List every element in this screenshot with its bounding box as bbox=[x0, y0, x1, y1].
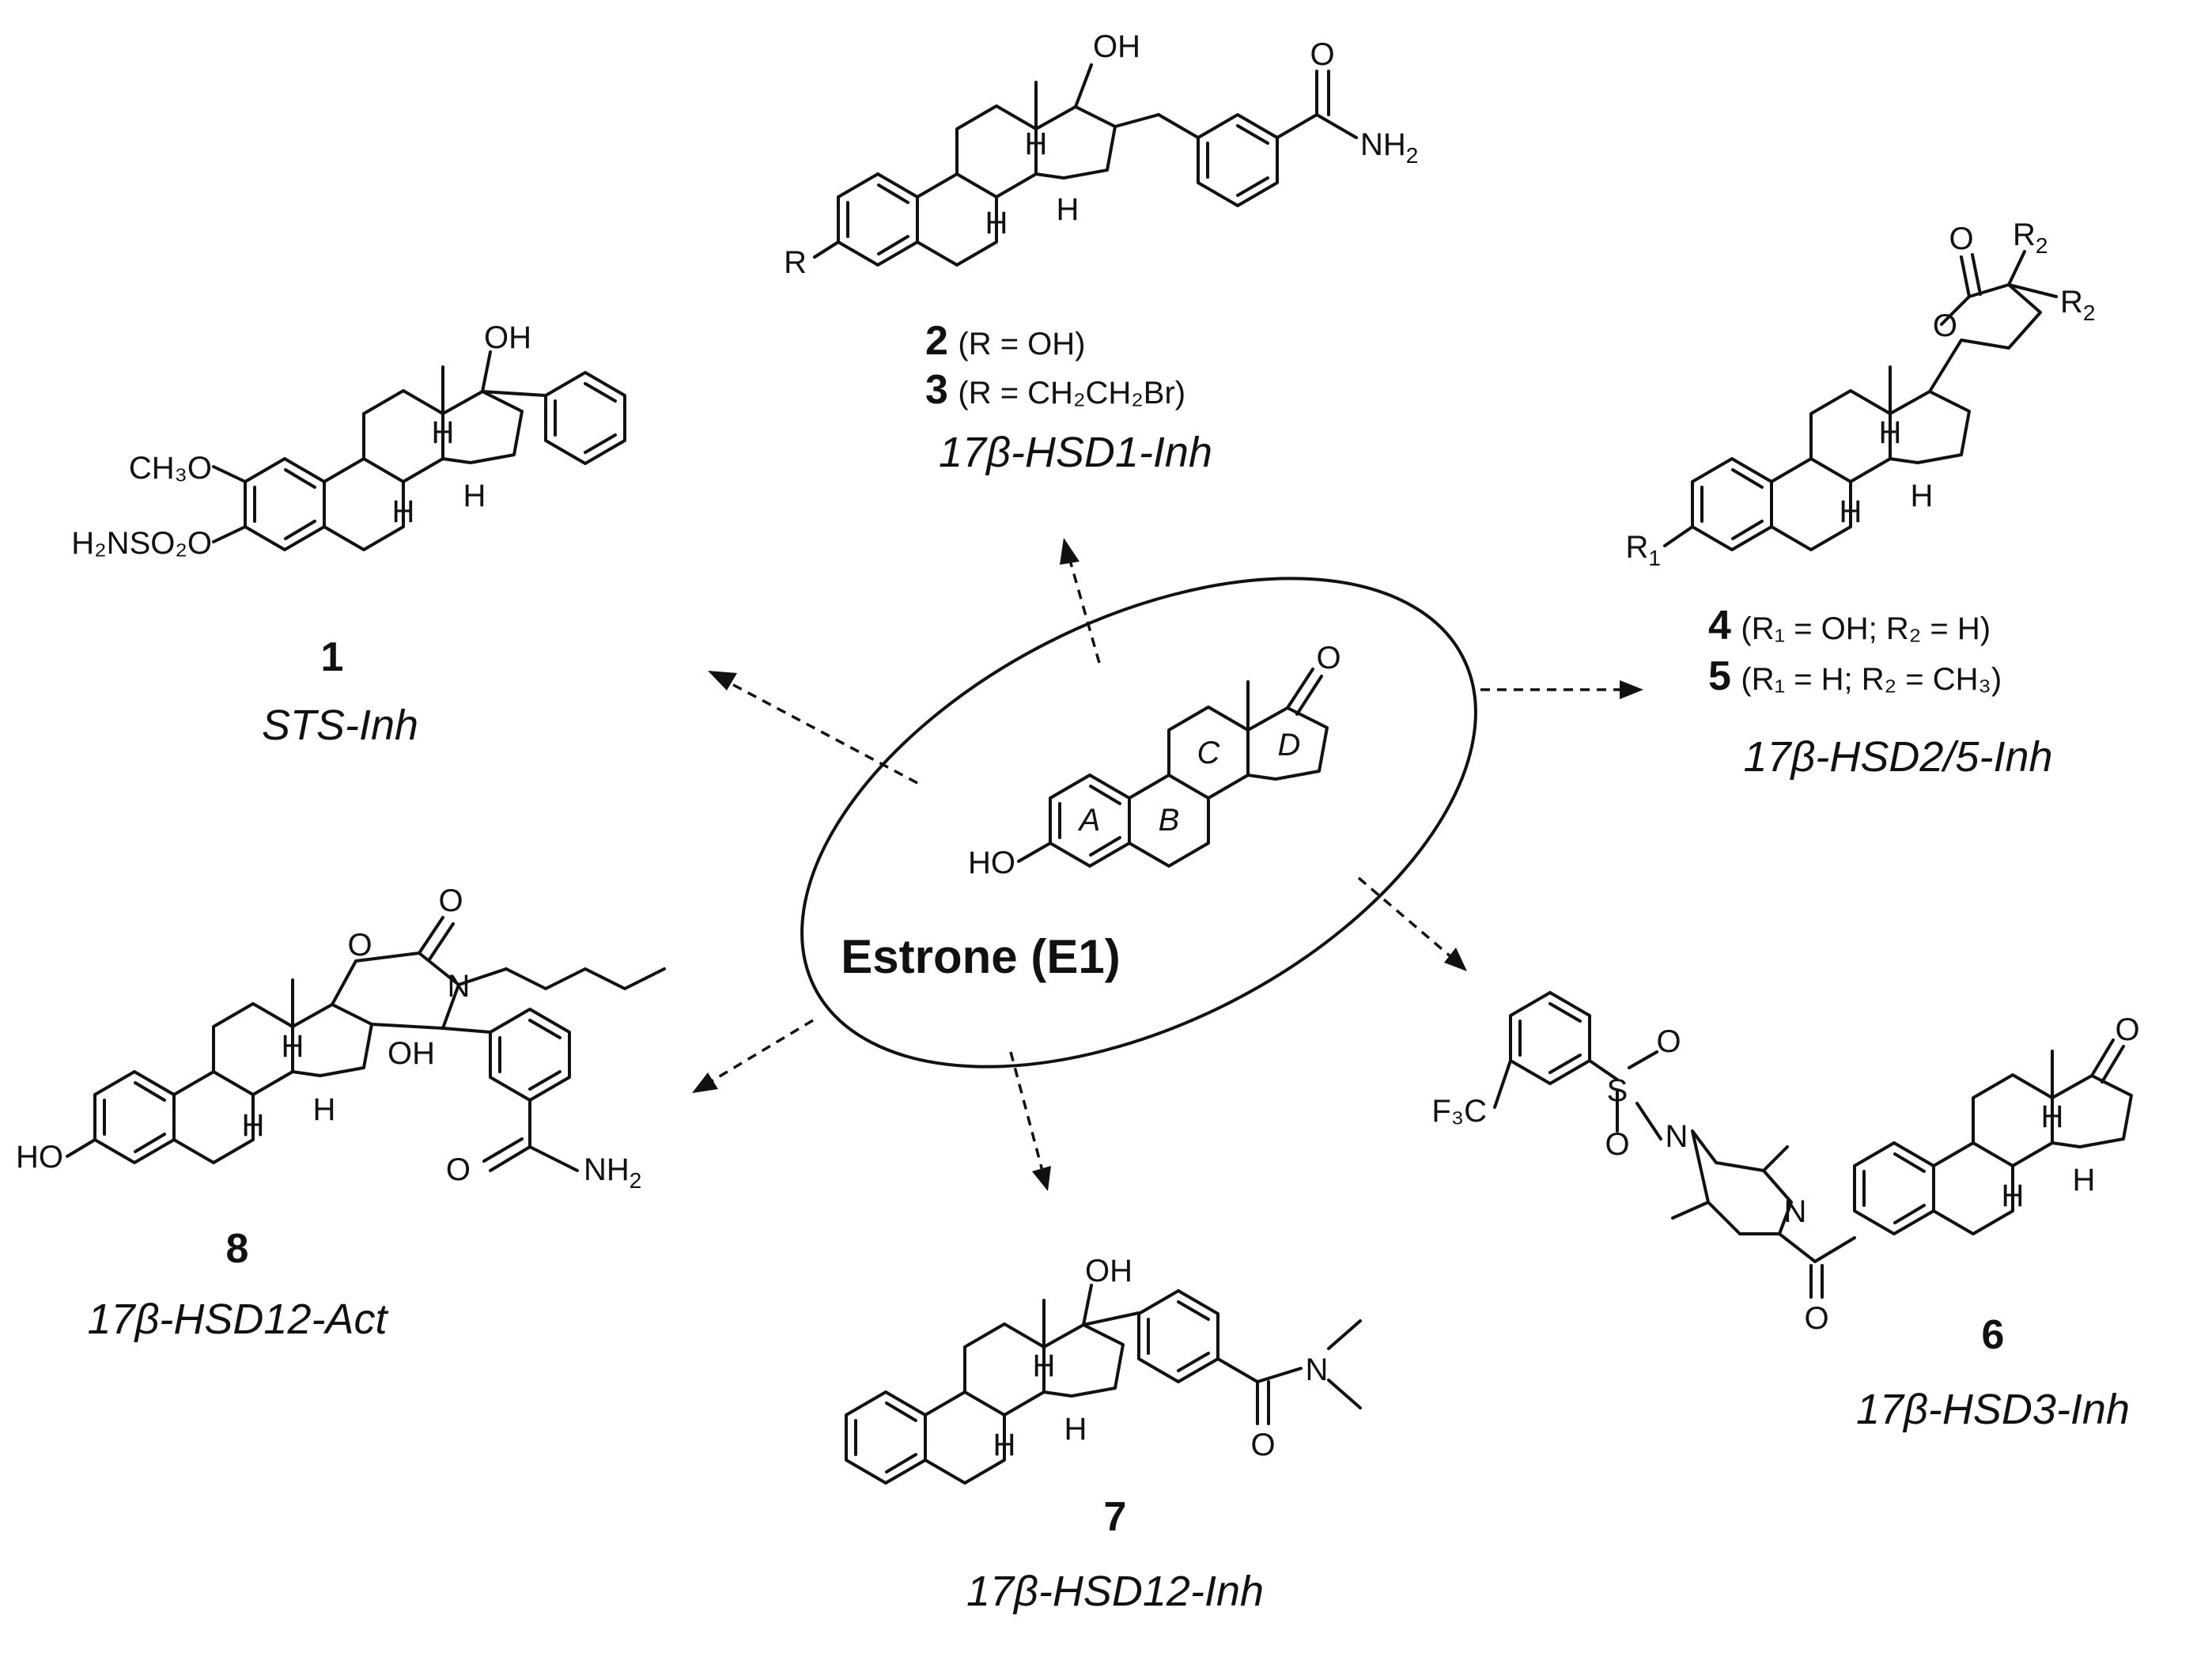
c6-h-label-3: H bbox=[2073, 1163, 2096, 1197]
compound-2-3: OH H H H O NH2 R 2 (R = OH) 3 (R = CH₂CH… bbox=[784, 29, 1418, 476]
c6-o-label-1: O bbox=[1656, 1024, 1681, 1059]
c7-oh-label: OH bbox=[1085, 1254, 1132, 1288]
c8-ho-label: HO bbox=[16, 1140, 63, 1175]
c6-h-label-1: H bbox=[2002, 1178, 2025, 1213]
c8-oh-label: OH bbox=[388, 1036, 435, 1071]
c7-n-label: N bbox=[1306, 1352, 1329, 1387]
reaction-arrows bbox=[692, 538, 1643, 1191]
c6-f3c-label: F₃C bbox=[1431, 1094, 1487, 1129]
c6-n-label-2: N bbox=[1784, 1194, 1807, 1229]
c2-h-label-1: H bbox=[985, 206, 1008, 240]
ketone-oxygen-label: O bbox=[1316, 641, 1340, 675]
compound-1-activity: STS-Inh bbox=[262, 702, 418, 749]
compound-2-activity: 17β-HSD1-Inh bbox=[939, 429, 1212, 476]
c6-ketone-o-label: O bbox=[2115, 1012, 2139, 1047]
c8-o-amide-label: O bbox=[446, 1152, 471, 1187]
arrow-to-8 bbox=[709, 1019, 814, 1084]
c4-carbonyl-o-label: O bbox=[1949, 221, 1973, 256]
arrow-to-1 bbox=[727, 680, 918, 785]
c2-r-label: R bbox=[784, 245, 807, 280]
compound-7-activity: 17β-HSD12-Inh bbox=[966, 1568, 1264, 1615]
c1-h-label-3: H bbox=[463, 479, 486, 513]
c8-h-label-2: H bbox=[282, 1029, 304, 1064]
c7-h-label-2: H bbox=[1033, 1349, 1056, 1383]
compound-7: OH N O H H H 7 17β-HSD12-Inh bbox=[845, 1254, 1362, 1615]
c6-h-label-2: H bbox=[2041, 1099, 2064, 1134]
c7-h-label-1: H bbox=[993, 1428, 1016, 1462]
c6-o-label-2: O bbox=[1605, 1127, 1629, 1162]
compound-8: O O N OH HO H H H O NH2 8 17β-HSD12-Act bbox=[16, 883, 666, 1343]
compound-1-number: 1 bbox=[321, 634, 344, 680]
c4-h-label-2: H bbox=[1879, 415, 1902, 450]
c4-r1-label: R1 bbox=[1626, 530, 1661, 570]
compound-4-definition: 4 (R₁ = OH; R₂ = H) bbox=[1708, 603, 1991, 649]
compound-3-definition: 3 (R = CH₂CH₂Br) bbox=[925, 367, 1185, 413]
ring-c-label: C bbox=[1197, 736, 1221, 770]
arrow-to-6 bbox=[1357, 876, 1453, 959]
arrow-to-2 bbox=[1068, 557, 1101, 664]
c4-r2-label-1: R2 bbox=[2013, 218, 2048, 258]
c8-ring-o-label: O bbox=[347, 928, 372, 963]
compound-7-number: 7 bbox=[1104, 1494, 1127, 1540]
c2-oh-label: OH bbox=[1093, 29, 1140, 64]
c2-h-label-3: H bbox=[1057, 192, 1080, 227]
ring-a-label: A bbox=[1078, 803, 1101, 838]
hydroxy-label: HO bbox=[968, 846, 1015, 880]
c4-ring-o-label: O bbox=[1933, 308, 1957, 343]
estrone-structure: O HO A B C D bbox=[968, 641, 1341, 880]
arrow-to-7 bbox=[1009, 1051, 1044, 1171]
compound-1: OH CH₃O H₂NSO₂O H H H 1 STS-Inh bbox=[71, 320, 626, 749]
c7-h-label-3: H bbox=[1064, 1412, 1087, 1447]
ring-b-label: B bbox=[1159, 803, 1180, 838]
compound-5-definition: 5 (R₁ = H; R₂ = CH₃) bbox=[1708, 653, 2002, 699]
compound-4-5: O O R2 R2 R1 H H H 4 (R₁ = OH; R₂ = H) 5… bbox=[1626, 218, 2096, 781]
compound-8-number: 8 bbox=[226, 1226, 249, 1272]
compound-6-number: 6 bbox=[1982, 1312, 2005, 1358]
c8-h-label-3: H bbox=[313, 1092, 336, 1127]
c6-carbonyl-o-label: O bbox=[1804, 1301, 1828, 1336]
c7-o-label: O bbox=[1250, 1428, 1275, 1462]
compound-6: S O O N N F₃C O O H H H 6 17β-HSD3-Inh bbox=[1431, 991, 2140, 1433]
c6-n-label-1: N bbox=[1666, 1119, 1688, 1154]
c2-h-label-2: H bbox=[1025, 127, 1048, 161]
estrone-core: O HO A B C D Estrone (E1) bbox=[800, 577, 1477, 1069]
c2-o-label: O bbox=[1310, 37, 1334, 72]
c4-h-label-1: H bbox=[1840, 494, 1862, 529]
c4-r2-label-2: R2 bbox=[2060, 285, 2095, 325]
c1-oh-label: OH bbox=[484, 320, 531, 355]
c8-n-label: N bbox=[448, 969, 471, 1004]
c8-h-label-1: H bbox=[242, 1108, 265, 1143]
compound-4-activity: 17β-HSD2/5-Inh bbox=[1743, 733, 2052, 781]
c4-h-label-3: H bbox=[1911, 479, 1934, 513]
center-ellipse bbox=[800, 577, 1477, 1069]
compound-2-definition: 2 (R = OH) bbox=[925, 318, 1086, 364]
c1-h-label-1: H bbox=[392, 494, 415, 529]
c1-h-label-2: H bbox=[432, 415, 455, 450]
c1-sulfamate-label: H₂NSO₂O bbox=[71, 526, 212, 561]
c8-carbonyl-o-label: O bbox=[438, 883, 463, 918]
ring-d-label: D bbox=[1278, 728, 1301, 762]
c2-nh2-label: NH2 bbox=[1360, 127, 1418, 168]
c8-nh2-label: NH2 bbox=[584, 1152, 641, 1193]
c6-s-label: S bbox=[1607, 1073, 1628, 1108]
compound-6-activity: 17β-HSD3-Inh bbox=[1856, 1386, 2130, 1433]
c1-ch3o-label: CH₃O bbox=[129, 451, 212, 486]
center-title: Estrone (E1) bbox=[841, 930, 1120, 983]
compound-8-activity: 17β-HSD12-Act bbox=[88, 1296, 389, 1343]
